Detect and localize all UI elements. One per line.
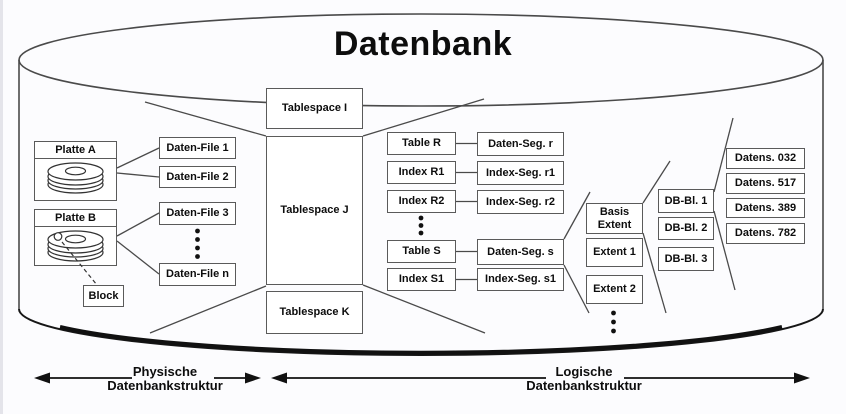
db-block-3-box: DB-Bl. 3 [658, 247, 714, 271]
logical-legend-line2: Datenbankstruktur [526, 378, 642, 393]
index-segment-r2-box: Index-Seg. r2 [477, 190, 564, 214]
data-file-n-box: Daten-File n [159, 263, 236, 286]
db-block-1-box: DB-Bl. 1 [658, 189, 714, 213]
data-segment-s-box: Daten-Seg. s [477, 239, 564, 265]
index-r2-box: Index R2 [387, 190, 456, 213]
logical-axis-arrow [271, 372, 810, 384]
index-r1-box: Index R1 [387, 161, 456, 184]
window-edge [0, 0, 3, 414]
logical-legend-line1: Logische [555, 364, 613, 379]
data-file-2-box: Daten-File 2 [159, 166, 236, 188]
record-389-box: Datens. 389 [726, 198, 805, 218]
disk-a-box: Platte A [34, 141, 117, 201]
physical-legend-line1: Physische [132, 364, 198, 379]
index-s1-box: Index S1 [387, 268, 456, 291]
index-segment-r1-box: Index-Seg. r1 [477, 161, 564, 185]
data-segment-r-box: Daten-Seg. r [477, 132, 564, 156]
record-032-box: Datens. 032 [726, 148, 805, 169]
table-r-box: Table R [387, 132, 456, 155]
record-782-box: Datens. 782 [726, 223, 805, 244]
logical-structure-legend: Logische Datenbankstruktur [509, 365, 659, 393]
physical-legend-line2: Datenbankstruktur [107, 378, 223, 393]
table-to-segment-connectors [456, 142, 477, 281]
data-file-3-box: Daten-File 3 [159, 202, 236, 225]
table-s-box: Table S [387, 240, 456, 263]
physical-axis-arrow [34, 372, 261, 384]
expansion-fan-lines [144, 98, 736, 334]
index-segment-s1-box: Index-Seg. s1 [477, 268, 564, 291]
physical-structure-legend: Physische Datenbankstruktur [90, 365, 240, 393]
disk-a-label: Platte A [35, 142, 116, 159]
disk-b-label: Platte B [35, 210, 116, 227]
block-box: Block [83, 285, 124, 307]
disk-b-box: Platte B [34, 209, 117, 266]
extent-1-box: Extent 1 [586, 238, 643, 267]
data-file-1-box: Daten-File 1 [159, 137, 236, 159]
disk-to-file-connectors [116, 147, 160, 275]
diagram-title: Datenbank [333, 25, 513, 63]
tablespace-i-box: Tablespace I [266, 88, 363, 129]
tablespace-k-box: Tablespace K [266, 291, 363, 334]
database-cylinder-icon [18, 13, 824, 356]
tablespace-j-box: Tablespace J [266, 136, 363, 285]
record-517-box: Datens. 517 [726, 173, 805, 194]
basis-extent-box: Basis Extent [586, 203, 643, 234]
db-block-2-box: DB-Bl. 2 [658, 217, 714, 240]
extent-2-box: Extent 2 [586, 275, 643, 304]
